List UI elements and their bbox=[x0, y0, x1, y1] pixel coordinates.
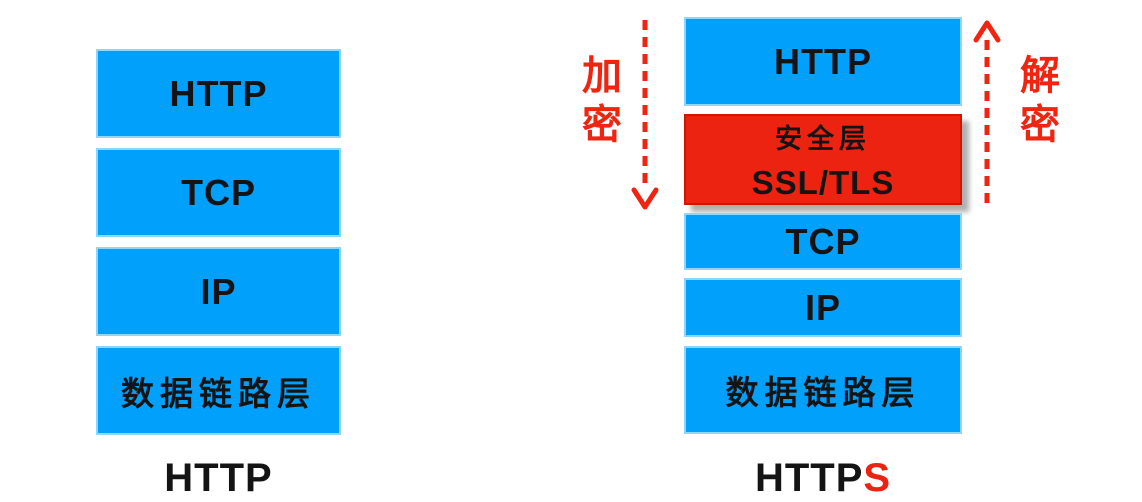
left-layer-http-label: HTTP bbox=[169, 72, 268, 114]
right-layer-http: HTTP bbox=[684, 17, 962, 106]
right-layer-tcp-label: TCP bbox=[785, 220, 861, 262]
right-layer-datalink-label: 数据链路层 bbox=[725, 374, 921, 411]
decrypt-arrow-up-icon bbox=[973, 20, 1001, 206]
right-layer-tcp: TCP bbox=[684, 213, 962, 270]
left-layer-ip-label: IP bbox=[200, 270, 237, 312]
right-layer-http-label: HTTP bbox=[774, 40, 872, 82]
right-stack-caption-http: HTTP bbox=[754, 456, 864, 500]
left-layer-http: HTTP bbox=[96, 49, 341, 138]
security-layer-subtitle: SSL/TLS bbox=[751, 164, 895, 201]
right-stack-caption-s: S bbox=[863, 456, 892, 500]
left-layer-datalink: 数据链路层 bbox=[96, 346, 341, 435]
left-layer-datalink-label: 数据链路层 bbox=[121, 374, 316, 412]
right-layer-security: 安全层 SSL/TLS bbox=[684, 114, 962, 205]
left-stack-caption: HTTP bbox=[164, 456, 273, 500]
right-layer-datalink: 数据链路层 bbox=[684, 346, 962, 434]
encrypt-label: 加密 bbox=[576, 54, 620, 152]
left-layer-tcp: TCP bbox=[96, 148, 341, 237]
right-layer-ip: IP bbox=[684, 278, 962, 337]
left-layer-tcp-label: TCP bbox=[181, 171, 256, 213]
decrypt-label: 解密 bbox=[1014, 54, 1058, 152]
encrypt-arrow-down-icon bbox=[631, 20, 659, 210]
left-layer-ip: IP bbox=[96, 247, 341, 336]
right-stack-caption: HTTPS bbox=[684, 456, 962, 501]
security-layer-title: 安全层 bbox=[775, 124, 871, 154]
right-layer-ip-label: IP bbox=[804, 286, 841, 328]
